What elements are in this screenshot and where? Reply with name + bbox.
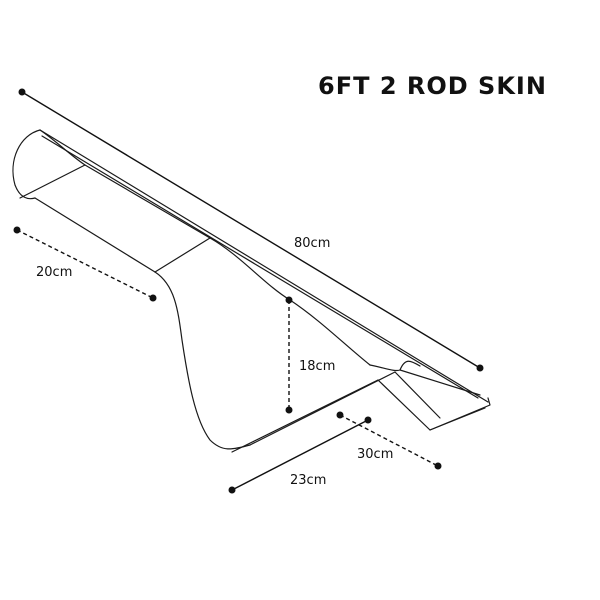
drop-height-label: 18cm (299, 359, 335, 374)
tip-width-end-dot (434, 462, 442, 470)
tip-width-dimension: 30cm (336, 411, 442, 470)
base-width-start-dot (228, 486, 236, 494)
length-end-dot (476, 364, 484, 372)
butt-width-dimension: 20cm (13, 226, 157, 302)
length-line (21, 91, 481, 369)
base-width-label: 23cm (290, 473, 326, 488)
length-start-dot (18, 88, 26, 96)
butt-width-label: 20cm (36, 265, 72, 280)
length-label: 80cm (294, 236, 330, 251)
length-dimension: 80cm (18, 88, 484, 372)
tip-width-start-dot (336, 411, 344, 419)
product-title: 6FT 2 ROD SKIN (318, 72, 547, 100)
tip-width-line (339, 414, 439, 467)
drop-height-top-dot (285, 296, 293, 304)
butt-width-end-dot (149, 294, 157, 302)
drop-height-dimension: 18cm (285, 296, 335, 414)
tip-width-label: 30cm (357, 447, 393, 462)
base-width-end-dot (364, 416, 372, 424)
base-width-dimension: 23cm (228, 416, 372, 494)
base-width-line (231, 419, 369, 491)
butt-width-start-dot (13, 226, 21, 234)
rod-skin-outline (12, 129, 491, 453)
butt-width-line (16, 229, 154, 299)
drop-height-bottom-dot (285, 406, 293, 414)
